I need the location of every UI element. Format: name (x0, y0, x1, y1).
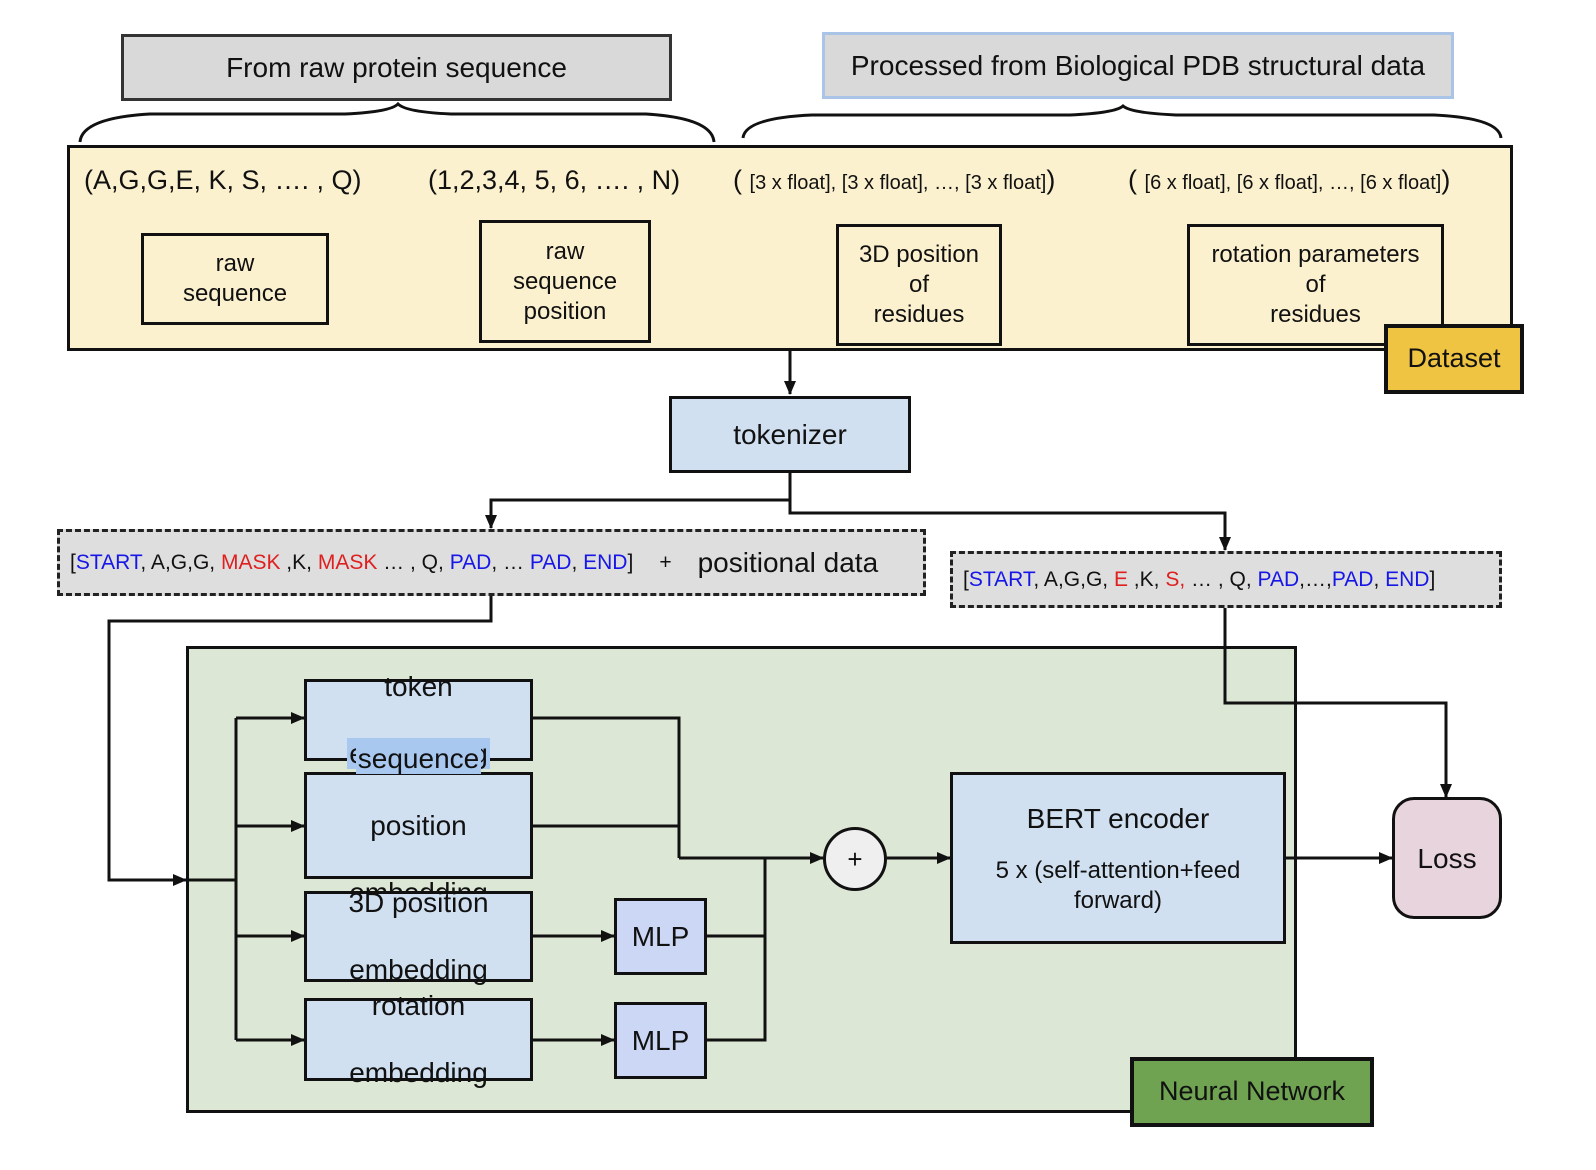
arrow-tokenizer-masked (485, 473, 792, 529)
target-token: E (1113, 567, 1128, 591)
target-token: , (1373, 567, 1386, 591)
tokenizer-block: tokenizer (669, 396, 911, 473)
bert-subtitle: 5 x (self-attention+feed forward) (995, 856, 1241, 914)
target-token: … , Q, (1185, 567, 1258, 591)
target-token: END (1385, 567, 1430, 591)
rotation-parameters-label: rotation parameters of residues (1187, 224, 1444, 346)
masked-input-sequence: [START, A,G,G, MASK ,K, MASK … , Q, PAD,… (57, 529, 926, 596)
masked-token: START (75, 550, 141, 574)
masked-token: PAD (449, 550, 492, 574)
pdb-data-header: Processed from Biological PDB structural… (822, 32, 1454, 99)
target-output-sequence: [START, A,G,G, E ,K, S, … , Q, PAD,…,PAD… (950, 551, 1502, 608)
arrow-masked-network (107, 596, 493, 886)
masked-token: , (571, 550, 584, 574)
sequence-position-label: raw sequence position (479, 220, 651, 343)
loss-block: Loss (1392, 797, 1502, 919)
target-token: PAD (1257, 567, 1300, 591)
masked-token: , A,G,G, (140, 550, 221, 574)
sequence-position-example: (1,2,3,4, 5, 6, …. , N) (428, 165, 681, 195)
target-token: [ (963, 567, 969, 591)
3d-position-embedding: 3D position embedding (304, 887, 533, 985)
masked-token: PAD (529, 550, 572, 574)
positional-data-label: positional data (697, 546, 879, 578)
raw-sequence-header: From raw protein sequence (121, 34, 672, 101)
masked-token: ] (627, 550, 634, 574)
masked-token-list: [START, A,G,G, MASK ,K, MASK … , Q, PAD,… (70, 551, 633, 575)
plus-sign: + (659, 550, 672, 574)
sequence-position-embedding: sequence position embedding (304, 742, 533, 908)
masked-token: MASK (220, 550, 281, 574)
masked-token: MASK (317, 550, 378, 574)
arrow-tokenizer-target (788, 500, 1231, 551)
rotation-example: ( [6 x float], [6 x float], …, [6 x floa… (1128, 165, 1451, 195)
dataset-tag: Dataset (1384, 324, 1524, 394)
rotation-embedding: rotation embedding (304, 990, 533, 1088)
sum-node: + (823, 827, 887, 891)
masked-token: [ (70, 550, 76, 574)
target-token: ] (1429, 567, 1436, 591)
dataset-panel (67, 145, 1513, 351)
target-token: PAD (1331, 567, 1374, 591)
brace-raw (78, 101, 716, 143)
arrow-target-loss (1223, 608, 1452, 798)
target-token-list: [START, A,G,G, E ,K, S, … , Q, PAD,…,PAD… (963, 568, 1435, 592)
mlp-3d-position: MLP (614, 898, 707, 975)
target-token: ,K, (1127, 567, 1166, 591)
target-token: S, (1165, 567, 1186, 591)
mlp-rotation: MLP (614, 1002, 707, 1079)
masked-token: … , Q, (377, 550, 450, 574)
target-token: , A,G,G, (1033, 567, 1114, 591)
bert-title: BERT encoder (1026, 802, 1210, 834)
masked-token: END (583, 550, 628, 574)
bert-encoder: BERT encoder 5 x (self-attention+feed fo… (950, 772, 1286, 944)
target-token: ,…, (1299, 567, 1332, 591)
brace-pdb (741, 104, 1503, 139)
raw-sequence-label: raw sequence (141, 233, 329, 325)
masked-token: , … (491, 550, 530, 574)
3d-position-example: ( [3 x float], [3 x float], …, [3 x floa… (733, 165, 1056, 195)
raw-sequence-example: (A,G,G,E, K, S, …. , Q) (84, 165, 362, 195)
3d-position-label: 3D position of residues (836, 224, 1002, 346)
masked-token: ,K, (280, 550, 318, 574)
neural-network-tag: Neural Network (1130, 1057, 1374, 1127)
target-token: START (968, 567, 1034, 591)
